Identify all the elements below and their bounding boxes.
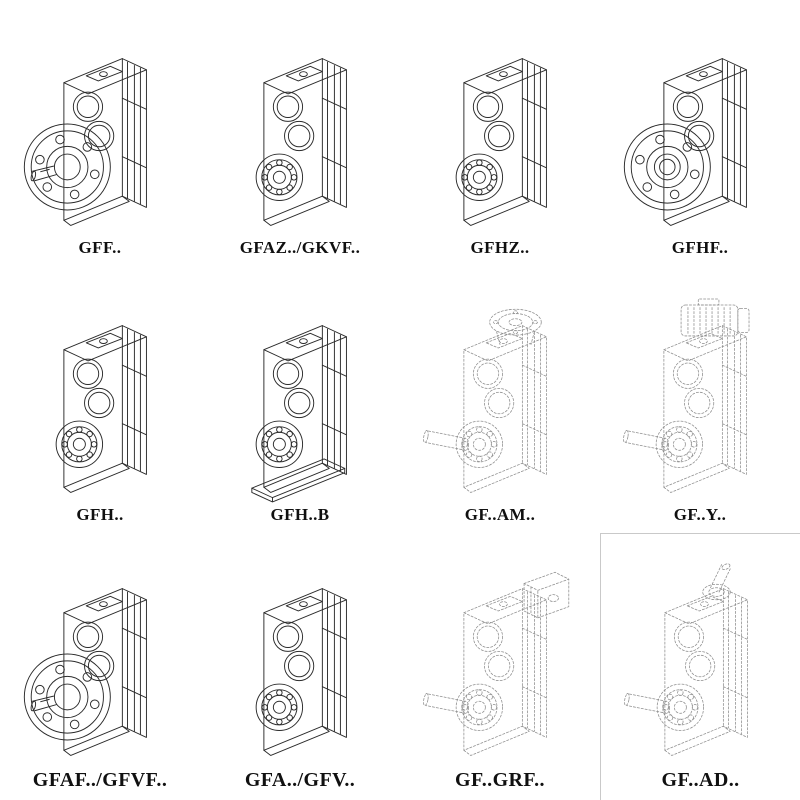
drawing-label: GFH.. xyxy=(76,504,124,524)
output-bearing xyxy=(255,153,304,202)
catalog-cell-gfh: GFH.. xyxy=(0,267,200,534)
shrink-disc-gearbox-with-base-drawing xyxy=(251,325,347,503)
inspection-bores xyxy=(472,91,515,152)
shrink-disc-gearbox-drawing xyxy=(55,325,147,493)
inspection-bores xyxy=(472,621,515,682)
housing-outline xyxy=(63,58,147,227)
gearbox-with-motor-adapter-flange-drawing xyxy=(422,308,547,493)
inspection-bores xyxy=(272,621,315,682)
catalog-cell-gfhf: GFHF.. xyxy=(600,0,800,267)
gearbox-with-input-adapter-block-drawing xyxy=(422,571,570,756)
gearbox-with-input-shaft-adapter-drawing xyxy=(622,562,748,756)
housing-outline xyxy=(663,58,747,227)
drawing-label: GFH..B xyxy=(270,504,330,524)
catalog-cell-gfy: GF..Y.. xyxy=(600,267,800,534)
input-shaft-stub xyxy=(701,562,731,601)
catalog-cell-gfgrf: GF..GRF.. xyxy=(400,533,600,800)
catalog-cell-gfam: GF..AM.. xyxy=(400,267,600,534)
inspection-bores xyxy=(72,358,115,419)
drawing-label: GFAF../GFVF.. xyxy=(32,768,168,791)
inspection-bores xyxy=(272,358,315,419)
mounting-base xyxy=(251,458,346,503)
drawing-label: GF..Y.. xyxy=(673,504,727,524)
output-flange xyxy=(23,653,111,741)
catalog-cell-gfad: GF..AD.. xyxy=(600,533,800,800)
inspection-bores xyxy=(672,358,715,419)
drawing-label: GF..AD.. xyxy=(661,768,740,791)
gearbox-with-mounted-motor-drawing xyxy=(622,298,750,493)
inspection-bores xyxy=(472,358,515,419)
drawing-label: GFAZ../GKVF.. xyxy=(239,238,361,258)
catalog-cell-gfhb: GFH..B xyxy=(200,267,400,534)
electric-motor xyxy=(680,298,750,337)
motor-adapter-flange xyxy=(489,308,542,345)
catalog-cell-gff: GFF.. xyxy=(0,0,200,267)
output-shaft xyxy=(29,165,57,182)
output-bearing xyxy=(455,420,504,468)
catalog-cell-gfaf-gfvf: GFAF../GFVF.. xyxy=(0,533,200,800)
shaft-mounted-gearbox-drawing xyxy=(255,588,347,756)
output-flange xyxy=(23,123,111,211)
drawing-label: GFHF.. xyxy=(671,238,729,258)
catalog-cell-gfa-gfv: GFA../GFV.. xyxy=(200,533,400,800)
output-bearing xyxy=(655,420,704,468)
drawing-label: GF..AM.. xyxy=(464,504,536,524)
hollow-bore xyxy=(659,159,676,176)
flange-mounted-gearbox-drawing xyxy=(23,588,147,756)
output-shaft xyxy=(29,695,57,712)
hollow-shaft-gearbox-drawing xyxy=(455,58,547,227)
catalog-cell-gfhz: GFHZ.. xyxy=(400,0,600,267)
flange-hollow-shaft-gearbox-drawing xyxy=(623,58,747,227)
output-bearing xyxy=(656,683,704,731)
output-bearing xyxy=(255,683,304,731)
catalog-cell-gfaz-gkvf: GFAZ../GKVF.. xyxy=(200,0,400,267)
flange-mounted-gearbox-drawing xyxy=(23,58,147,227)
output-flange xyxy=(623,123,711,211)
drawing-label: GF..GRF.. xyxy=(455,768,545,791)
output-bearing xyxy=(55,420,104,468)
drawing-label: GFF.. xyxy=(78,238,122,258)
output-bearing xyxy=(455,683,504,731)
output-bearing xyxy=(255,420,304,468)
output-bearing xyxy=(455,153,504,202)
inspection-bores xyxy=(272,91,315,152)
drawing-label: GFHZ.. xyxy=(470,238,530,258)
inspection-bores xyxy=(673,621,715,682)
housing-outline xyxy=(63,588,147,756)
shaft-mounted-gearbox-drawing xyxy=(255,58,347,227)
drawing-label: GFA../GFV.. xyxy=(244,768,356,791)
